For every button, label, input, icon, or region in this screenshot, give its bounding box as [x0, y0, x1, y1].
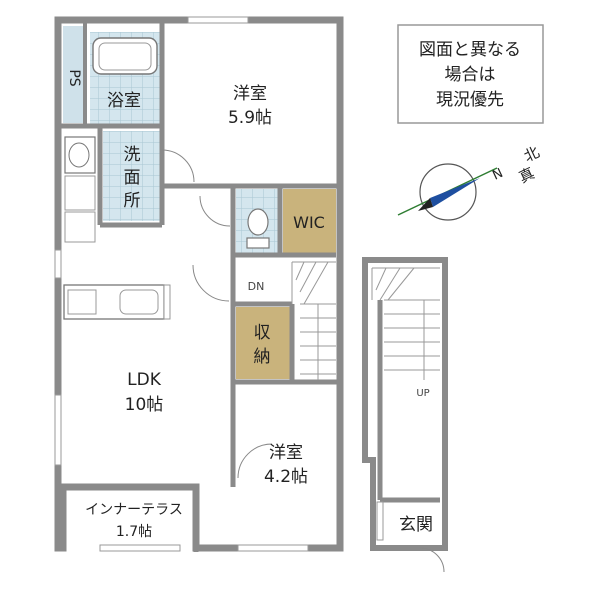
main-unit	[54, 16, 344, 552]
bathtub	[92, 37, 158, 75]
staircase-down	[291, 261, 336, 380]
inner-terrace-size: 1.7帖	[116, 524, 152, 540]
washroom-label-3: 所	[124, 191, 141, 211]
window	[187, 16, 249, 24]
window	[99, 544, 181, 552]
window	[54, 394, 62, 466]
storage-label-2: 納	[254, 347, 271, 367]
bath-label: 浴室	[107, 91, 141, 111]
compass-north-kanji: 北	[521, 143, 542, 166]
storage-floor	[236, 307, 290, 379]
compass-icon: N 北 真	[397, 143, 542, 221]
ps-shaft	[63, 26, 85, 123]
wic-floor	[283, 189, 336, 253]
staircase-up	[371, 267, 440, 380]
notice-box: 図面と異なる 場合は 現況優先	[397, 24, 544, 124]
western-room-2-size: 4.2帖	[264, 467, 308, 487]
western-room-1-name: 洋室	[233, 84, 267, 104]
inner-terrace-name: インナーテラス	[85, 502, 183, 518]
ldk-name: LDK	[127, 370, 162, 390]
ldk-size: 10帖	[125, 395, 164, 415]
western-room-2-name: 洋室	[269, 443, 303, 463]
compass-north-letter: N	[490, 166, 505, 184]
notice-line-2: 場合は	[445, 65, 496, 85]
washing-machine-space	[64, 175, 96, 211]
wic-label: WIC	[293, 213, 325, 232]
storage-label-1: 収	[254, 323, 271, 343]
window	[237, 544, 309, 552]
down-label: DN	[248, 280, 265, 293]
entrance-label: 玄関	[399, 515, 433, 535]
notice-line-1: 図面と異なる	[419, 40, 521, 60]
notice-line-3: 現況優先	[436, 90, 504, 110]
compass-direction-kanji: 真	[516, 164, 537, 187]
washroom-floor	[103, 131, 161, 221]
ps-label: PS	[66, 69, 82, 86]
washroom-label-1: 洗	[124, 145, 141, 165]
toilet-icon	[247, 208, 269, 236]
entrance-unit	[362, 257, 448, 573]
fridge-space	[64, 211, 96, 243]
window	[54, 249, 62, 279]
washroom-label-2: 面	[124, 168, 141, 188]
western-room-1-size: 5.9帖	[228, 108, 272, 128]
up-label: UP	[416, 388, 429, 399]
